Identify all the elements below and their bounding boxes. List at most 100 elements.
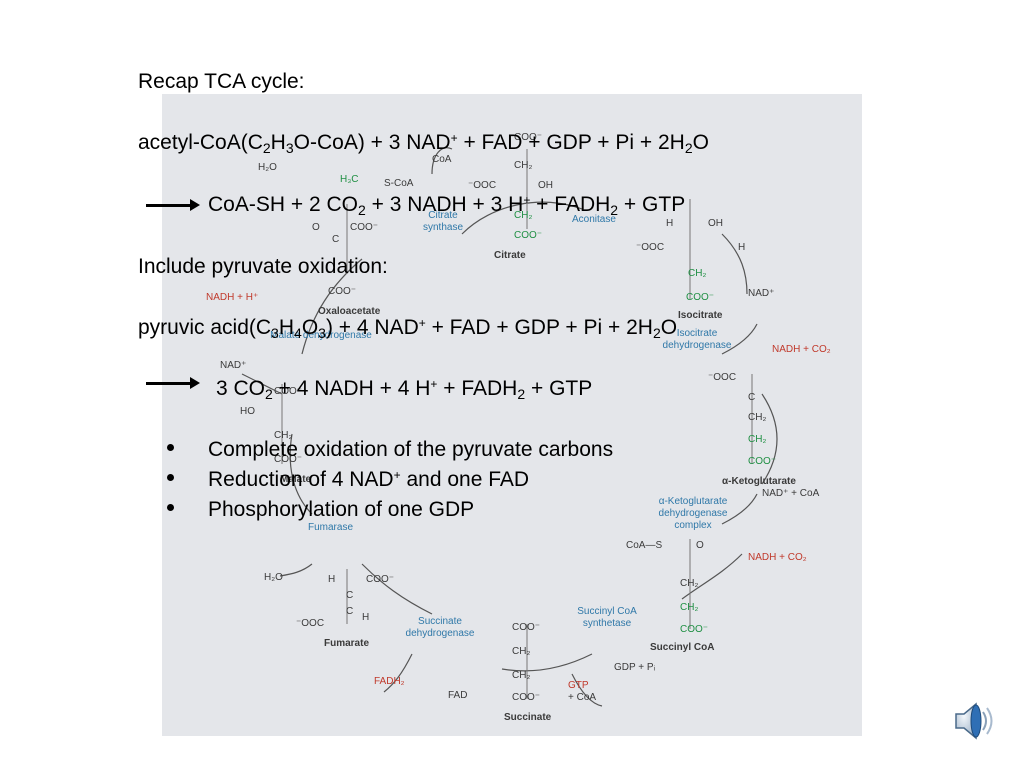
equation-1-products: CoA-SH + 2 CO2 + 3 NADH + 3 H+ + FADH2 +… — [208, 193, 685, 217]
eq2-part: O — [660, 316, 678, 339]
equation-2-reactants: pyruvic acid(C3H4O3) + 4 NAD+ + FAD + GD… — [138, 316, 677, 340]
eq2-sub: 3 — [271, 325, 279, 341]
figure-oaa-c: C — [332, 234, 340, 245]
slide-title: Recap TCA cycle: — [138, 70, 305, 93]
figure-malate: Malate — [280, 474, 312, 485]
figure-nad-1: NAD⁺ — [748, 288, 775, 299]
eq1-part: + FAD + GDP + Pi + 2H — [457, 131, 685, 154]
eq2-sup: + — [418, 316, 426, 330]
speaker-icon[interactable] — [950, 698, 994, 744]
eq1-part: acetyl-CoA(C — [138, 131, 263, 154]
reaction-arrow-2 — [146, 377, 200, 389]
figure-fum-ooc: ⁻OOC — [296, 618, 325, 629]
figure-citrate-coo: COO⁻ — [514, 132, 543, 143]
figure-succcoa-o: O — [696, 540, 704, 551]
figure-coa-top: CoA — [432, 154, 452, 165]
figure-succ-ch2: CH₂ — [512, 646, 531, 657]
figure-succcoa-s: CoA—S — [626, 540, 663, 551]
cycle-arrows — [241, 147, 778, 707]
figure-mal-coo: COO⁻ — [274, 386, 303, 397]
eq2-sub: 4 — [294, 325, 302, 341]
eq2-part: pyruvic acid(C — [138, 316, 272, 339]
eq1p-part: + FADH — [530, 193, 611, 216]
figure-nadh-co2-1: NADH + CO₂ — [772, 344, 831, 355]
include-heading: Include pyruvate oxidation: — [138, 255, 388, 278]
figure-h2o-bottom: H₂O — [264, 572, 283, 583]
figure-gtp: GTP — [568, 680, 589, 691]
figure-fum-h2: H — [362, 612, 370, 623]
figure-nad-coa: NAD⁺ + CoA — [762, 488, 820, 499]
figure-s-coa: S-CoA — [384, 178, 414, 189]
figure-succinate-dh: Succinate dehydrogenase — [405, 616, 475, 639]
figure-succcoa-coo: COO⁻ — [680, 624, 709, 635]
eq1p-sub: 2 — [610, 202, 619, 218]
figure-isocit-oh: OH — [708, 218, 723, 229]
figure-akg: α-Ketoglutarate — [722, 476, 796, 487]
bullet-2-sup: + — [393, 468, 401, 482]
figure-succcoa-ch2: CH₂ — [680, 578, 699, 589]
figure-isocit-h2: H — [738, 242, 746, 253]
figure-fumarase: Fumarase — [308, 522, 354, 533]
figure-mal-ho: HO — [240, 406, 255, 417]
figure-malate-dh: Malate dehydrogenase — [270, 330, 372, 341]
figure-citrate-oh: OH — [538, 180, 553, 191]
figure-fum-c2: C — [346, 606, 354, 617]
figure-isocit-ch2: CH₂ — [688, 268, 707, 279]
figure-oaa-coo-2: COO⁻ — [328, 286, 357, 297]
figure-isocitrate: Isocitrate — [678, 310, 723, 321]
eq2-part: ) + 4 NAD — [325, 316, 419, 339]
eq2p-sup: + — [430, 377, 438, 391]
figure-akg-coo: COO⁻ — [748, 456, 777, 467]
figure-fum-h: H — [328, 574, 336, 585]
figure-aconitase: Aconitase — [572, 214, 616, 225]
eq2-sub: 3 — [318, 325, 326, 341]
figure-citrate-ch2: CH₂ — [514, 160, 533, 171]
bullet-1: Complete oxidation of the pyruvate carbo… — [208, 438, 614, 461]
eq2p-part: + 4 NADH + 4 H — [272, 377, 431, 400]
bullet-2-part: and one FAD — [400, 468, 530, 491]
eq1-part: O-CoA) + 3 NAD — [293, 131, 451, 154]
bullet-dot — [167, 474, 174, 481]
equation-1-reactants: acetyl-CoA(C2H3O-CoA) + 3 NAD+ + FAD + G… — [138, 131, 709, 155]
figure-h3c: H₃C — [340, 174, 359, 185]
eq1-part: O — [692, 131, 709, 154]
figure-citrate-ooc: ⁻OOC — [468, 180, 497, 191]
figure-succinate: Succinate — [504, 712, 552, 723]
figure-citrate-synthase: Citrate synthase — [422, 210, 464, 233]
eq2-part: + FAD + GDP + Pi + 2H — [425, 316, 653, 339]
figure-citrate: Citrate — [494, 250, 526, 261]
figure-h2o-top: H₂O — [258, 162, 277, 173]
eq2p-part: 3 CO — [216, 377, 266, 400]
figure-nadh-h: NADH + H⁺ — [206, 292, 259, 303]
eq2p-part: + GTP — [525, 377, 593, 400]
figure-succ-coo-2: COO⁻ — [512, 692, 541, 703]
figure-nadh-co2-2: NADH + CO₂ — [748, 552, 807, 563]
eq2-sub: 2 — [652, 325, 661, 341]
eq1p-part: CoA-SH + 2 CO — [208, 193, 358, 216]
figure-nad-malate: NAD⁺ — [220, 360, 247, 371]
figure-fad: FAD — [448, 690, 468, 701]
figure-succinyl-coa: Succinyl CoA — [650, 642, 715, 653]
figure-gdp-pi: GDP + Pᵢ — [614, 662, 656, 673]
figure-fum-c1: C — [346, 590, 354, 601]
bullet-3: Phosphorylation of one GDP — [208, 498, 475, 521]
eq2-part: H — [278, 316, 295, 339]
bullet-dot — [167, 504, 174, 511]
figure-citrate-coo-green: COO⁻ — [514, 230, 543, 241]
figure-akg-ch2-green: CH₂ — [748, 434, 767, 445]
figure-isocitrate-dh: Isocitrate dehydrogenase — [662, 328, 732, 351]
figure-oxaloacetate: Oxaloacetate — [318, 306, 381, 317]
figure-akg-c: C — [748, 392, 756, 403]
figure-succ-coo: COO⁻ — [512, 622, 541, 633]
bullet-2-part: Reduction of 4 NAD — [208, 468, 394, 491]
figure-fumarate: Fumarate — [324, 638, 370, 649]
bullet-dot — [167, 444, 174, 451]
figure-citrate-ch2-green: CH₂ — [514, 210, 533, 221]
figure-succcoa-ch2-green: CH₂ — [680, 602, 699, 613]
figure-oaa-o: O — [312, 222, 320, 233]
eq1p-sub: 2 — [357, 202, 366, 218]
figure-mal-ch2: CH₂ — [274, 430, 293, 441]
eq1p-sup: + — [523, 193, 531, 207]
eq1-part: H — [270, 131, 286, 154]
